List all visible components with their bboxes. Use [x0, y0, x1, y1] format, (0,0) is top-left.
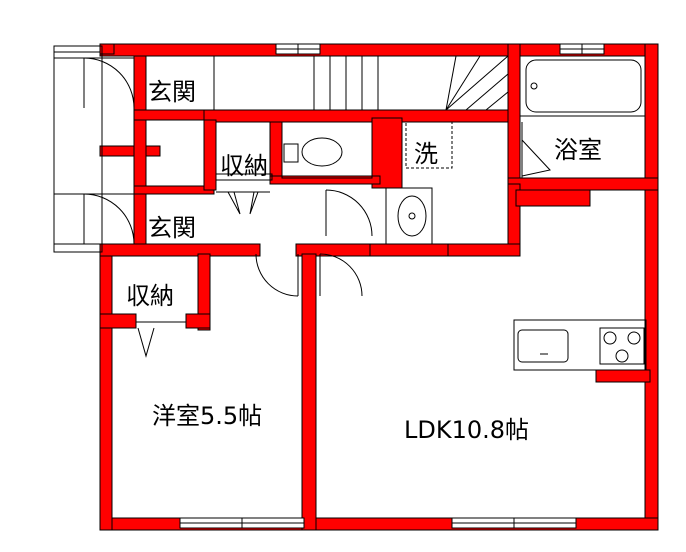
room-label-bathroom: 浴室 [554, 136, 602, 164]
room-label-storage-hall: 収納 [220, 152, 268, 180]
exterior-porch [53, 45, 135, 253]
toilet [281, 121, 373, 179]
room-label-bedroom: 洋室5.5帖 [152, 402, 263, 430]
bathtub [519, 55, 646, 117]
room-label-entrance-top: 玄関 [148, 78, 196, 106]
room-label-storage-bedroom: 収納 [126, 282, 174, 310]
wash-basin [385, 187, 433, 245]
doors [136, 122, 551, 358]
windows [179, 43, 605, 529]
room-label-entrance-bottom: 玄関 [148, 214, 196, 242]
room-label-ldk: LDK10.8帖 [404, 416, 530, 444]
walls [99, 43, 659, 531]
washroom-box [405, 121, 453, 169]
staircase [213, 55, 509, 111]
kitchen-counter [513, 319, 647, 371]
room-label-washroom: 洗 [414, 140, 438, 168]
